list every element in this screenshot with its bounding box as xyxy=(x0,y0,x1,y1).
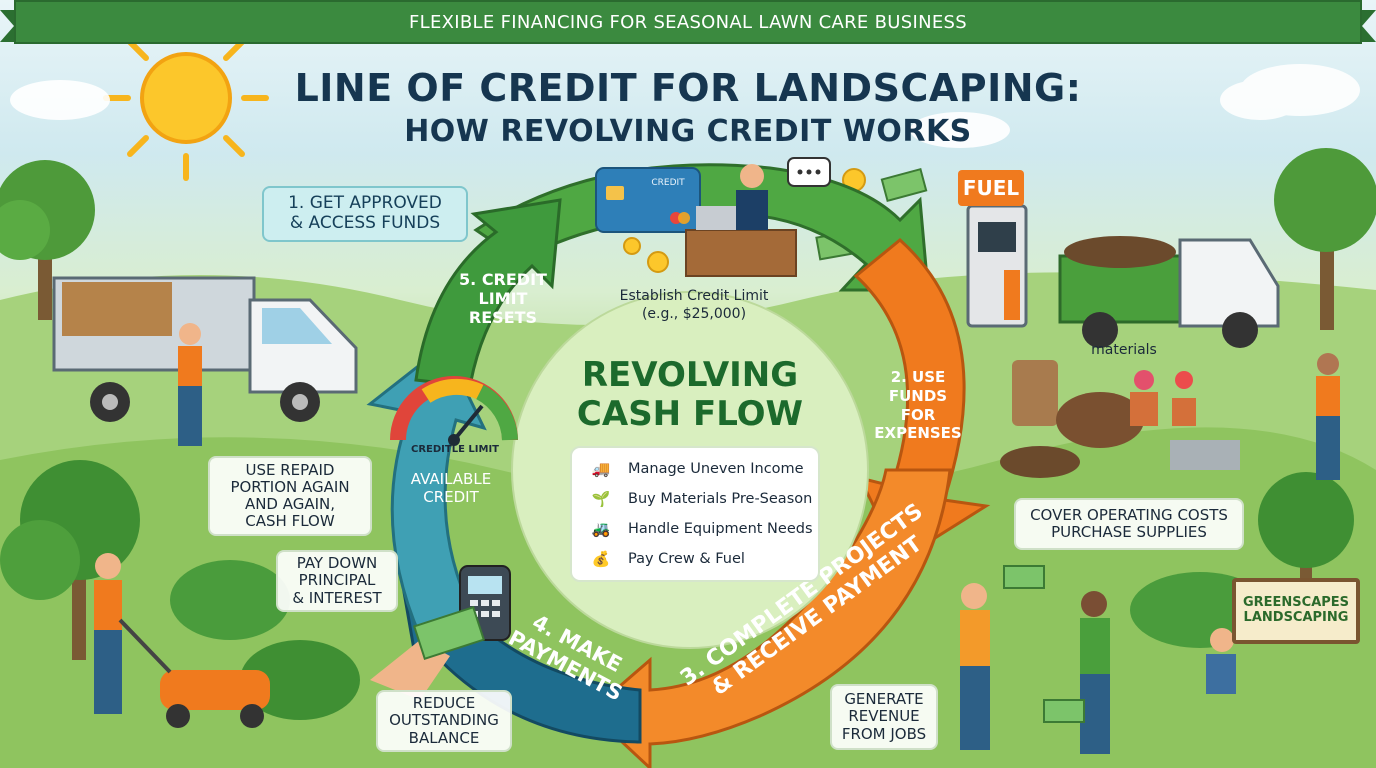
list-item-label: Pay Crew & Fuel xyxy=(628,551,745,567)
truck-icon xyxy=(1058,236,1280,348)
hand-with-cash-icon xyxy=(370,605,485,700)
money-bag-icon: 💰 xyxy=(591,550,611,568)
list-item-label: Handle Equipment Needs xyxy=(628,521,813,537)
chat-bubble-icon xyxy=(787,157,831,187)
establish-credit-text: Establish Credit Limit (e.g., $25,000) xyxy=(619,288,769,322)
greenscapes-sign: GREENSCAPES LANDSCAPING xyxy=(1232,578,1360,644)
worker-figure xyxy=(1206,628,1236,694)
available-credit-label: AVAILABLE CREDIT xyxy=(410,470,492,506)
list-item: 🚚 Manage Uneven Income xyxy=(588,456,818,482)
tree-icon xyxy=(0,460,140,660)
credit-gauge xyxy=(390,376,518,446)
truck-icon: 🚚 xyxy=(591,460,611,478)
benefits-list: 🚚 Manage Uneven Income 🌱 Buy Materials P… xyxy=(570,446,820,582)
center-title: REVOLVING CASH FLOW xyxy=(576,355,804,435)
truck-icon xyxy=(52,276,358,422)
soil-bag-icon xyxy=(1012,360,1144,448)
lawn-mower-icon xyxy=(118,618,270,728)
arrow-step2 xyxy=(853,238,991,563)
reduce-callout: REDUCE OUTSTANDING BALANCE xyxy=(376,690,512,752)
seedling-icon: 🌱 xyxy=(591,490,611,508)
tree-icon xyxy=(0,160,95,320)
list-item: 🚜 Handle Equipment Needs xyxy=(588,516,818,542)
list-item: 💰 Pay Crew & Fuel xyxy=(588,546,818,572)
step2-label: 2. USE FUNDS FOR EXPENSES xyxy=(874,368,962,443)
materials-label: materials xyxy=(1091,342,1157,358)
tractor-icon: 🚜 xyxy=(591,520,611,538)
banker-at-desk xyxy=(685,164,797,277)
list-item: 🌱 Buy Materials Pre-Season xyxy=(588,486,818,512)
paydown-callout: PAY DOWN PRINCIPAL & INTEREST xyxy=(276,550,398,612)
revenue-callout: GENERATE REVENUE FROM JOBS xyxy=(830,684,938,750)
flower-pot-icon xyxy=(1130,370,1196,426)
tree-icon xyxy=(1274,148,1376,330)
step5-label: 5. CREDIT LIMIT RESETS xyxy=(459,270,547,328)
page-subtitle: HOW REVOLVING CREDIT WORKS xyxy=(404,114,972,149)
list-item-label: Buy Materials Pre-Season xyxy=(628,491,813,507)
worker-figure xyxy=(960,583,990,750)
worker-figure xyxy=(178,323,202,446)
worker-figure xyxy=(94,553,122,714)
page-title: LINE OF CREDIT FOR LANDSCAPING: xyxy=(294,66,1082,110)
top-ribbon-banner: FLEXIBLE FINANCING FOR SEASONAL LAWN CAR… xyxy=(0,0,1376,44)
credit-card-icon xyxy=(595,167,701,233)
gauge-label: CREDITLE LIMIT xyxy=(411,444,499,455)
worker-figure xyxy=(1080,591,1110,754)
fuel-pump-icon xyxy=(966,204,1028,328)
card-label: CREDIT xyxy=(651,178,685,188)
step1-label: 1. GET APPROVED & ACCESS FUNDS xyxy=(262,186,468,242)
arrow-step5 xyxy=(414,198,562,388)
worker-figure xyxy=(1316,353,1340,480)
reuse-callout: USE REPAID PORTION AGAIN AND AGAIN, CASH… xyxy=(208,456,372,536)
cloud-icon xyxy=(10,64,1360,148)
arrow-step3 xyxy=(587,468,952,768)
sun-icon xyxy=(103,15,269,181)
banner-text: FLEXIBLE FINANCING FOR SEASONAL LAWN CAR… xyxy=(14,0,1362,44)
list-item-label: Manage Uneven Income xyxy=(628,461,804,477)
operating-costs-callout: COVER OPERATING COSTS PURCHASE SUPPLIES xyxy=(1014,498,1244,550)
fuel-sign: FUEL xyxy=(958,170,1024,206)
